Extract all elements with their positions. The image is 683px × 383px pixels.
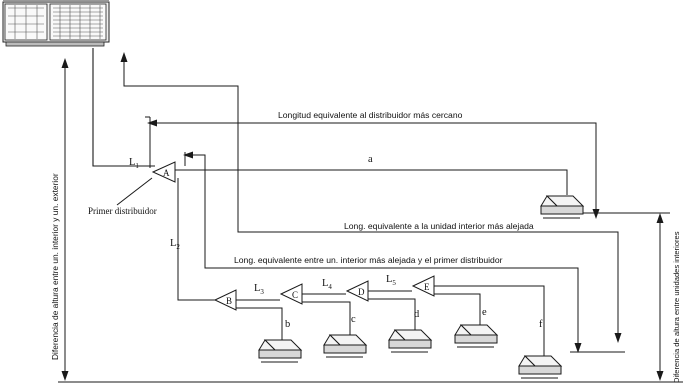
distributor-label-A: A (163, 168, 170, 178)
indoor-unit-c (323, 334, 368, 358)
indoor-unit-a (540, 195, 585, 219)
distributor-C (279, 283, 303, 305)
segment-L4: L4 (322, 278, 332, 291)
distributor-chain (236, 285, 490, 301)
distributor-label-B: B (226, 296, 232, 306)
segment-L2: L2 (170, 238, 180, 251)
pipe-letter-d: d (414, 309, 420, 320)
distributor-label-C: C (292, 290, 298, 300)
pipe-e (434, 293, 481, 325)
pipe-b (236, 307, 283, 340)
farthest-to-first-label: Long. equivalente entre un. interior más… (234, 255, 503, 265)
distributor-A (151, 161, 176, 183)
indoor-unit-e (454, 324, 499, 348)
segment-L5: L5 (386, 274, 396, 287)
pipe-letter-a: a (368, 154, 373, 165)
indoor-unit-d (388, 329, 433, 353)
segment-L3: L3 (254, 283, 264, 296)
height-dimension-left (58, 58, 683, 383)
pipe-c (302, 301, 351, 335)
pipe-letter-c: c (351, 314, 356, 325)
pipe-letter-e: e (482, 307, 487, 318)
segment-L1: L1 (129, 157, 139, 170)
farthest-to-first-length-line (183, 151, 582, 353)
height-label-between-interior: Diferencia de altura entre unidades inte… (672, 231, 681, 383)
pipe-L2 (177, 178, 218, 301)
first-distributor-pointer (116, 177, 153, 206)
distributor-D (345, 280, 369, 302)
height-label-interior-exterior: Diferencia de altura entre un. interior … (50, 173, 60, 360)
distributor-label-D: D (358, 287, 365, 297)
pipe-a (175, 169, 568, 195)
distributor-label-E: E (424, 282, 430, 292)
pipe-d (368, 298, 416, 330)
farthest-unit-length-line (120, 52, 622, 343)
distributor-B (213, 289, 237, 311)
main-pipe (92, 48, 155, 167)
height-dimension-right (656, 213, 664, 381)
pipe-f (490, 285, 545, 356)
pipe-letter-f: f (539, 319, 543, 330)
nearest-distributor-label: Longitud equivalente al distribuidor más… (278, 110, 463, 120)
pipe-letter-b: b (285, 319, 290, 330)
first-distributor-label: Primer distribuidor (88, 206, 157, 216)
indoor-unit-b (258, 339, 303, 363)
nearest-distributor-length-line (145, 116, 600, 219)
distributor-E (411, 275, 435, 297)
indoor-unit-f (518, 355, 563, 379)
farthest-unit-label: Long. equivalente a la unidad interior m… (344, 221, 534, 231)
outdoor-unit-icon (2, 0, 110, 47)
